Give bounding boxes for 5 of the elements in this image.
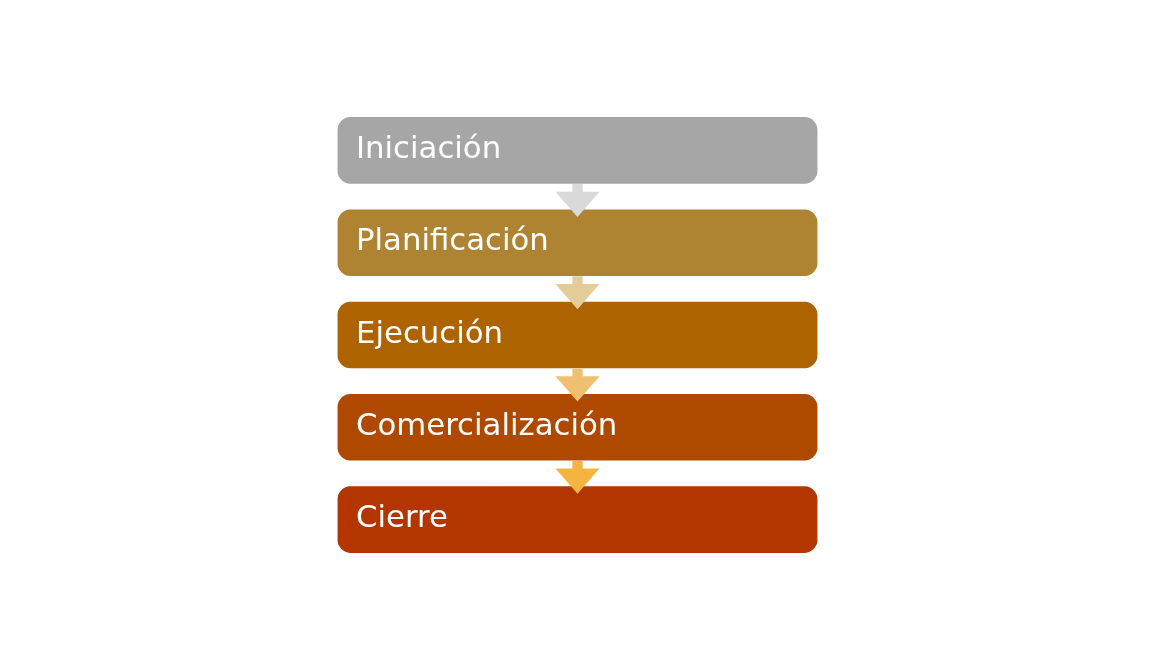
node-box: Iniciación: [337, 116, 818, 184]
node-box: Cierre: [337, 485, 818, 553]
node-box: Planificación: [337, 208, 818, 276]
node-box: Comercialización: [337, 393, 818, 461]
node-box: Ejecución: [337, 301, 818, 368]
